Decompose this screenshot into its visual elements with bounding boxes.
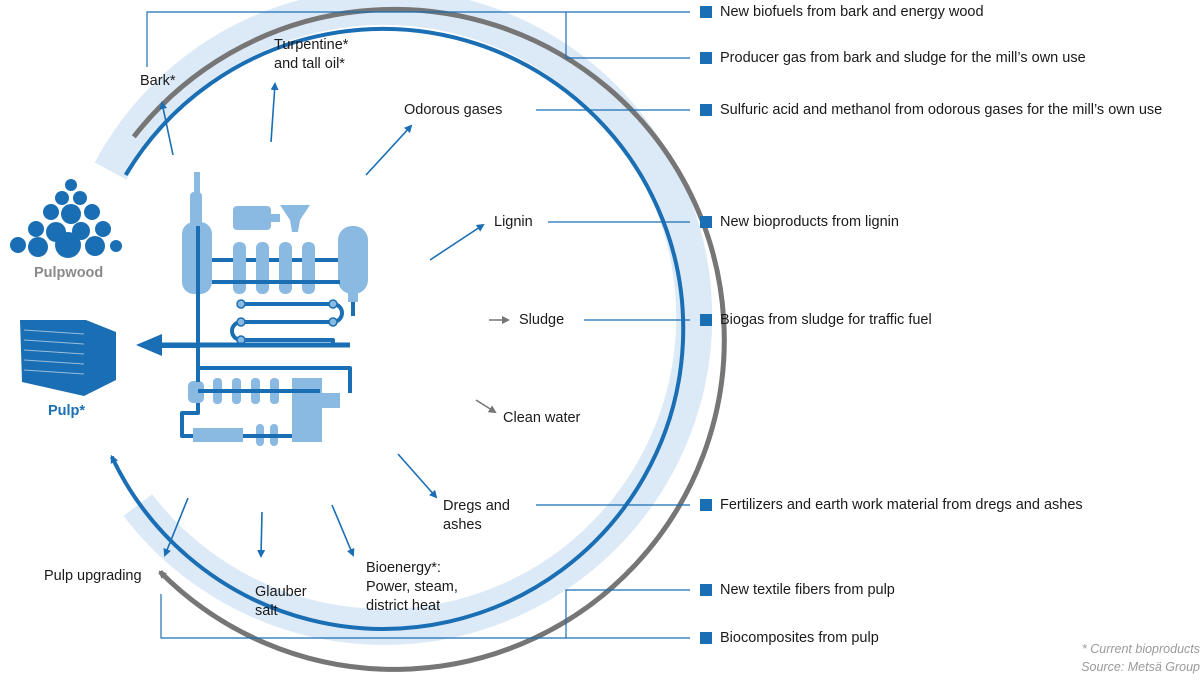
pulpwood-icon (10, 179, 122, 258)
source-note: Source: Metsä Group (1081, 660, 1200, 674)
bullet-square-icon (700, 499, 712, 511)
sludge-label: Sludge (519, 312, 565, 328)
stream-arrows (159, 82, 485, 558)
pulpwood-label: Pulpwood (34, 265, 104, 281)
product-item: Producer gas from bark and sludge for th… (700, 48, 1204, 68)
bullet-square-icon (700, 216, 712, 228)
product-item: New biofuels from bark and energy wood (700, 2, 1200, 22)
pulp-stack-icon (20, 320, 116, 396)
product-item: Sulfuric acid and methanol from odorous … (700, 100, 1185, 120)
bullet-square-icon (700, 584, 712, 596)
bioenergy-label-3: district heat (366, 598, 441, 614)
product-item: New bioproducts from lignin (700, 212, 1200, 232)
bullet-square-icon (700, 104, 712, 116)
product-item: Biocomposites from pulp (700, 628, 1200, 648)
process-band (94, 0, 713, 645)
bullet-square-icon (700, 632, 712, 644)
odorous-gases-label: Odorous gases (404, 102, 503, 118)
turpentine-label-1: Turpentine* (274, 37, 349, 53)
glauber-label-2: salt (255, 603, 278, 619)
bullet-square-icon (700, 6, 712, 18)
footnote: * Current bioproducts (1081, 642, 1200, 656)
pipe-nodes (236, 299, 338, 345)
dregs-label-2: ashes (443, 517, 482, 533)
turpentine-label-2: and tall oil* (274, 56, 345, 72)
glauber-label-1: Glauber (255, 584, 307, 600)
clean-water-label: Clean water (503, 410, 581, 426)
lignin-label: Lignin (494, 214, 533, 230)
bullet-square-icon (700, 52, 712, 64)
gray-stream-arrows (475, 316, 510, 414)
main-process-line (109, 26, 686, 631)
pulp-upgrading-label: Pulp upgrading (44, 568, 142, 584)
product-item: Fertilizers and earth work material from… (700, 495, 1204, 515)
bark-label: Bark* (140, 73, 176, 89)
bioenergy-label-2: Power, steam, (366, 579, 458, 595)
dregs-label-1: Dregs and (443, 498, 510, 514)
pulp-label: Pulp* (48, 403, 86, 419)
product-item: Biogas from sludge for traffic fuel (700, 310, 1200, 330)
product-connectors (146, 11, 690, 639)
bullet-square-icon (700, 314, 712, 326)
product-item: New textile fibers from pulp (700, 580, 1200, 600)
bioenergy-label-1: Bioenergy*: (366, 560, 441, 576)
